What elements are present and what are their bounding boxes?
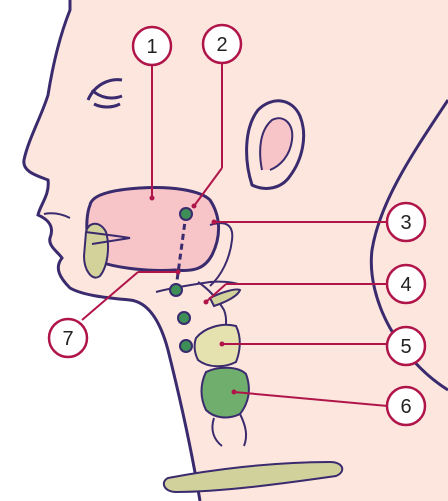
label-badge-7: 7 [49,319,87,357]
label-5-text: 5 [400,336,411,358]
leader-dot-7 [176,270,181,275]
label-badge-4: 4 [387,265,425,303]
leader-dot-6 [232,390,237,395]
node-7 [170,284,182,296]
label-4-text: 4 [400,274,411,296]
leader-dot-2 [192,204,197,209]
label-badge-2: 2 [203,25,241,63]
node-2 [180,208,192,220]
leader-dot-1 [150,196,155,201]
node-4 [178,312,190,324]
label-badge-5: 5 [387,327,425,365]
label-7-text: 7 [62,328,73,350]
label-badge-3: 3 [387,203,425,241]
label-3-text: 3 [400,212,411,234]
leader-dot-5 [220,342,225,347]
leader-dot-3 [212,220,217,225]
label-badge-1: 1 [133,27,171,65]
leader-dot-4 [204,300,209,305]
label-6-text: 6 [400,396,411,418]
label-badge-6: 6 [387,387,425,425]
node-5 [180,340,192,352]
label-1-text: 1 [146,36,157,58]
label-2-text: 2 [216,34,227,56]
